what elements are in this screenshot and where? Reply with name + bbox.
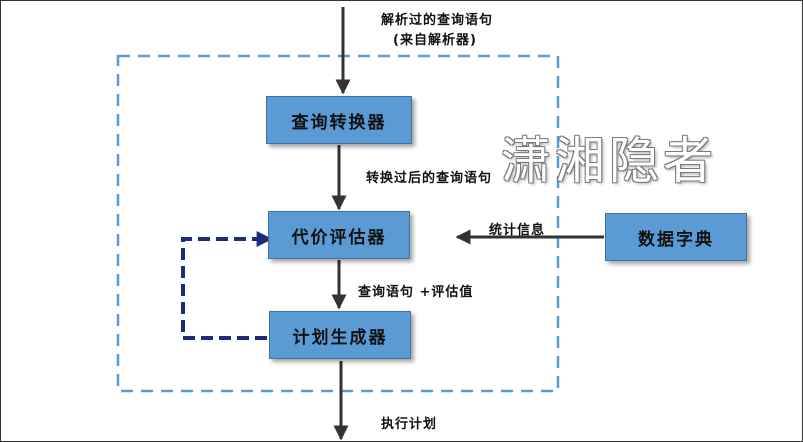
input-label-line1: 解析过的查询语句 <box>381 13 494 28</box>
after-transform-label: 转换过后的查询语句 <box>366 171 493 186</box>
query-plus-cost-label: 查询语句 +评估值 <box>358 285 474 300</box>
watermark: 潇湘隐者 <box>501 132 717 190</box>
cost-estimator-box: 代价评估器 <box>268 211 410 259</box>
optimizer-boundary <box>116 54 560 393</box>
input-label-line2: (来自解析器) <box>393 33 477 48</box>
output-label: 执行计划 <box>381 417 438 432</box>
data-dictionary-box: 数据字典 <box>605 213 747 261</box>
feedback-loop-arrow <box>181 231 273 340</box>
statistics-label: 统计信息 <box>489 223 546 238</box>
query-transformer-box: 查询转换器 <box>266 96 412 144</box>
plan-generator-box: 计划生成器 <box>269 311 411 359</box>
